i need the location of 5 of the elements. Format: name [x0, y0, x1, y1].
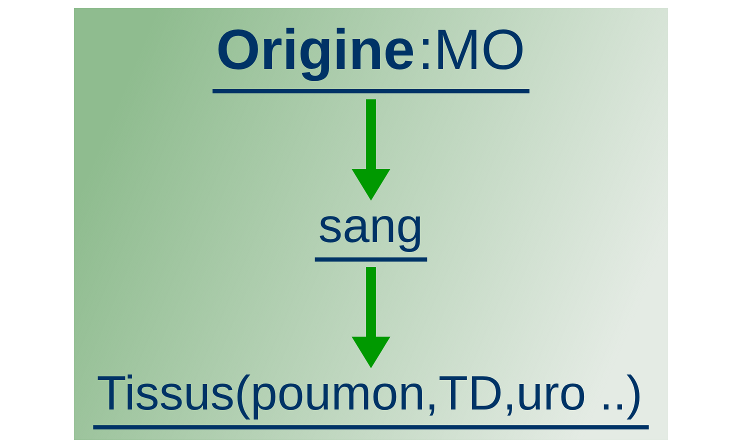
- arrow: [352, 266, 390, 368]
- node-text: Tissus(poumon,TD,uro ..): [96, 366, 642, 421]
- node-text: Origine:MO: [216, 19, 526, 82]
- arrow: [352, 99, 390, 201]
- node-text: sang: [318, 199, 424, 254]
